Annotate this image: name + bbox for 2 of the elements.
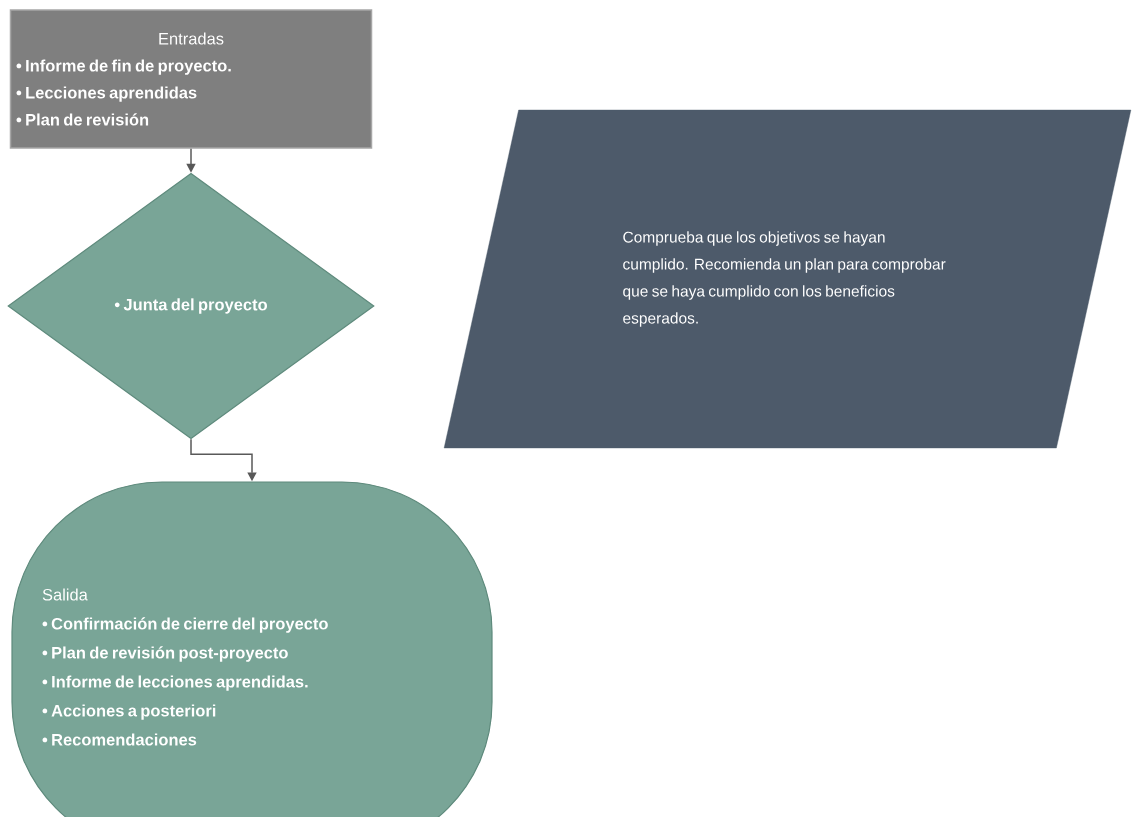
input-box: Entradas • Informe de fin de proyecto. • Lecciones aprendidas • Plan de revisión (9, 9, 373, 149)
note-parallelogram: Comprueba que los objetivos se hayan cumplido. Recomienda un plan para comprobar que se haya cumplido con los beneficios esperados. (443, 109, 1132, 449)
